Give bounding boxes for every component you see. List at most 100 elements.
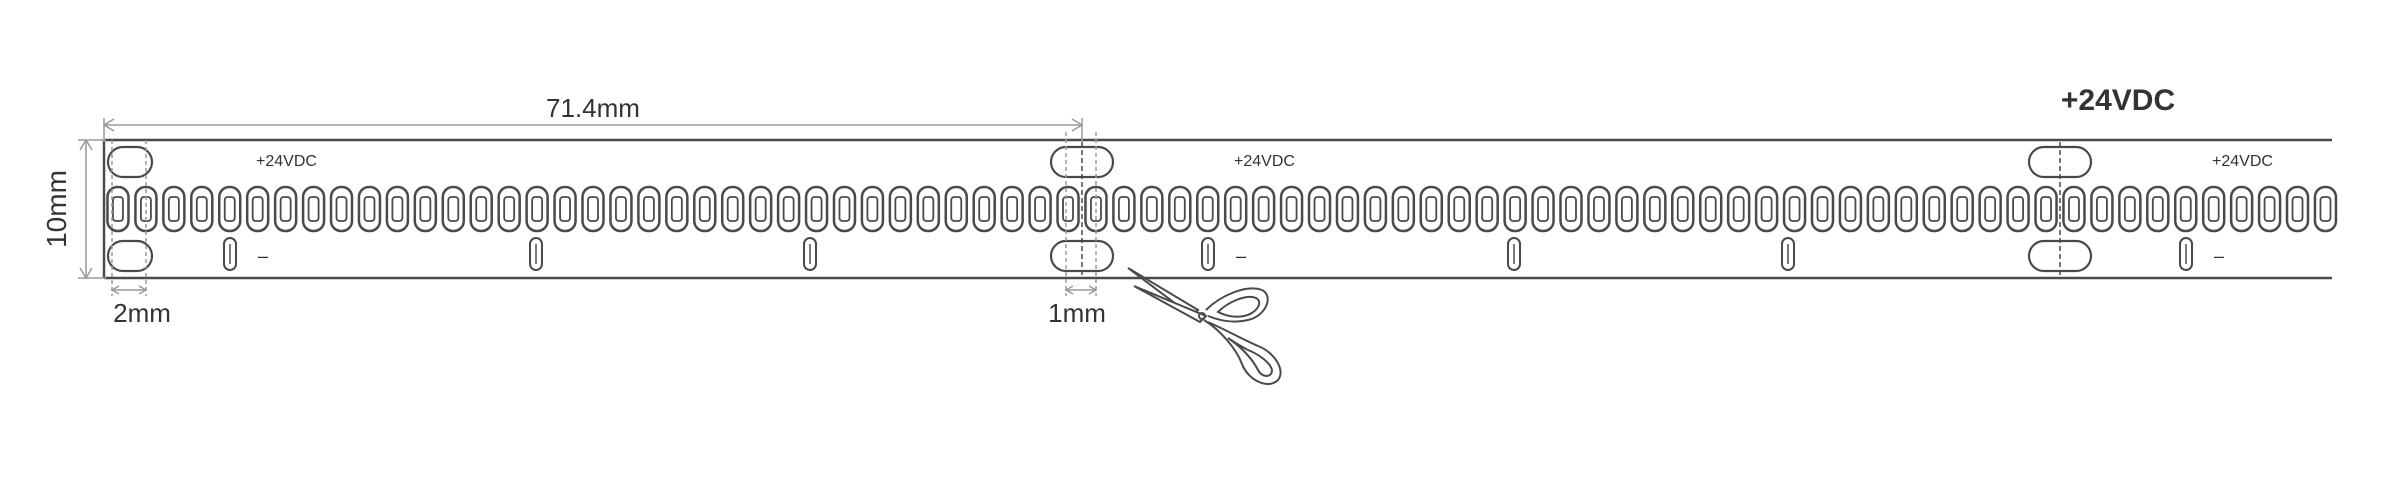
led-chip xyxy=(162,185,186,233)
length-dimension-label: 71.4mm xyxy=(546,93,640,123)
led-chip xyxy=(1503,185,1527,233)
resistor xyxy=(529,237,543,271)
led-chip xyxy=(2062,185,2086,233)
led-chip xyxy=(2257,185,2282,233)
led-chip xyxy=(190,185,214,233)
led-chip xyxy=(1391,185,1416,233)
led-chip xyxy=(1643,185,1667,233)
segment-minus-label: – xyxy=(1236,246,1246,266)
led-strip xyxy=(102,138,2332,280)
led-chip xyxy=(2229,185,2254,233)
resistor xyxy=(1201,237,1215,271)
led-chip xyxy=(329,185,354,233)
resistor xyxy=(803,237,817,271)
segment-labels: +24VDC–+24VDC–+24VDC– xyxy=(256,153,2273,266)
led-chip xyxy=(1922,185,1947,233)
led-chip xyxy=(301,185,326,233)
led-chip xyxy=(1671,185,1695,233)
led-chip xyxy=(1531,185,1555,233)
cut-gap-dimension-label: 1mm xyxy=(1048,298,1106,328)
led-chip xyxy=(1419,185,1444,233)
led-chip xyxy=(1559,185,1583,233)
led-chip xyxy=(1223,185,1248,233)
led-chip xyxy=(748,185,773,233)
led-chip xyxy=(1475,185,1499,233)
led-chip xyxy=(776,185,801,233)
led-chip xyxy=(1028,185,1052,233)
led-chip xyxy=(1112,185,1136,233)
led-chip xyxy=(2173,185,2198,233)
resistors xyxy=(223,237,2193,271)
height-dimension xyxy=(78,138,106,280)
led-chip xyxy=(693,185,717,233)
led-chip xyxy=(1195,185,1220,233)
led-chip xyxy=(1335,185,1360,233)
solder-pad-top xyxy=(106,145,154,179)
segment-plus-label: +24VDC xyxy=(1234,153,1295,170)
resistor xyxy=(2179,237,2193,271)
led-chip xyxy=(581,185,605,233)
segment-plus-label: +24VDC xyxy=(2212,153,2273,170)
led-chip xyxy=(2201,185,2226,233)
led-chip xyxy=(1279,185,1304,233)
led-chip xyxy=(860,185,885,233)
voltage-heading: +24VDC xyxy=(2061,84,2175,117)
led-chip xyxy=(1140,185,1164,233)
led-chip xyxy=(1447,185,1471,233)
led-chip xyxy=(2006,185,2030,233)
length-dimension xyxy=(102,118,1084,142)
led-chip xyxy=(273,185,298,233)
cut-gap-dimension xyxy=(1064,132,1098,296)
led-chip xyxy=(413,185,438,233)
led-chip xyxy=(1726,185,1751,233)
led-chip xyxy=(1000,185,1024,233)
led-chip xyxy=(1251,185,1276,233)
pad-width-dimension-label: 2mm xyxy=(113,298,171,328)
led-chip xyxy=(2313,185,2338,233)
solder-pad-bottom xyxy=(106,239,154,273)
led-chip xyxy=(1950,185,1974,233)
led-chip xyxy=(888,185,913,233)
resistor xyxy=(223,237,237,271)
segment-minus-label: – xyxy=(258,246,268,266)
led-chip xyxy=(1838,185,1863,233)
led-chip xyxy=(441,185,466,233)
resistor xyxy=(1781,237,1795,271)
led-chip xyxy=(1363,185,1388,233)
led-chip xyxy=(357,185,382,233)
led-chip xyxy=(2146,185,2170,233)
led-chip xyxy=(944,185,969,233)
led-chip xyxy=(720,185,745,233)
led-chip xyxy=(469,185,493,233)
led-chip xyxy=(2090,185,2114,233)
led-chip xyxy=(804,185,829,233)
led-chip xyxy=(1754,185,1779,233)
led-chip xyxy=(106,185,130,233)
led-chip xyxy=(916,185,941,233)
led-chip xyxy=(1307,185,1332,233)
scissors-icon xyxy=(1127,267,1282,385)
led-chip xyxy=(1698,185,1723,233)
led-chip xyxy=(832,185,857,233)
led-chip xyxy=(1782,185,1807,233)
led-chip xyxy=(637,185,661,233)
pad-width-dimension xyxy=(110,140,148,296)
led-chip xyxy=(553,185,577,233)
led-chip xyxy=(2285,185,2310,233)
resistor xyxy=(1507,237,1521,271)
led-chip xyxy=(1810,185,1835,233)
led-chip xyxy=(972,185,996,233)
led-chip xyxy=(1168,185,1192,233)
led-chip xyxy=(2118,185,2142,233)
height-dimension-label: 10mm xyxy=(41,170,72,248)
led-chip xyxy=(609,185,633,233)
led-chip xyxy=(217,185,242,233)
led-chip xyxy=(1587,185,1611,233)
led-chip xyxy=(385,185,410,233)
segment-plus-label: +24VDC xyxy=(256,153,317,170)
led-row xyxy=(106,185,2338,233)
led-chip xyxy=(245,185,270,233)
led-chip xyxy=(1615,185,1639,233)
